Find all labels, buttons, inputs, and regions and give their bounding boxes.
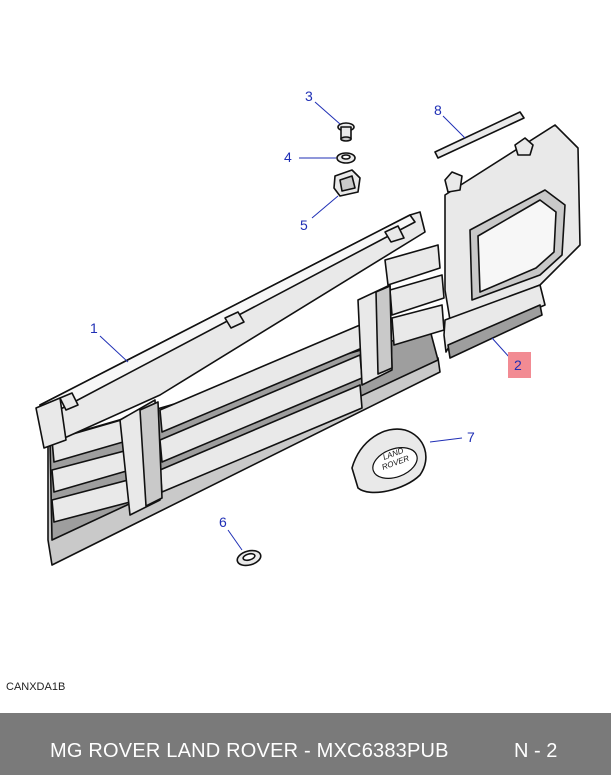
footer-bar: MG ROVER LAND ROVER - MXC6383PUB N - 2	[0, 713, 611, 775]
front-grille-part	[35, 211, 445, 566]
callout-4[interactable]: 4	[284, 149, 292, 165]
footer-title: MG ROVER LAND ROVER - MXC6383PUB	[50, 740, 449, 762]
land-rover-badge-part	[351, 428, 427, 494]
footer-page-number: N - 2	[514, 740, 558, 762]
callout-8[interactable]: 8	[434, 102, 442, 118]
callout-7[interactable]: 7	[467, 429, 475, 445]
clip-nut-part	[333, 169, 361, 197]
callout-2[interactable]: 2	[514, 357, 522, 373]
diagram-reference-code: CANXDA1B	[6, 681, 66, 693]
grommet-part	[236, 549, 262, 567]
parts-diagram: LAND ROVER 1 2 3 4 5 6 7 8	[35, 88, 581, 567]
screw-part	[337, 122, 355, 142]
callout-1[interactable]: 1	[90, 320, 98, 336]
headlamp-surround-part	[443, 124, 581, 359]
washer-part	[336, 152, 356, 164]
callout-2-highlight	[508, 352, 531, 378]
callout-3[interactable]: 3	[305, 88, 313, 104]
callout-6[interactable]: 6	[219, 514, 227, 530]
callout-5[interactable]: 5	[300, 217, 308, 233]
leader-lines	[99, 101, 511, 551]
finisher-strip-part	[434, 111, 525, 159]
